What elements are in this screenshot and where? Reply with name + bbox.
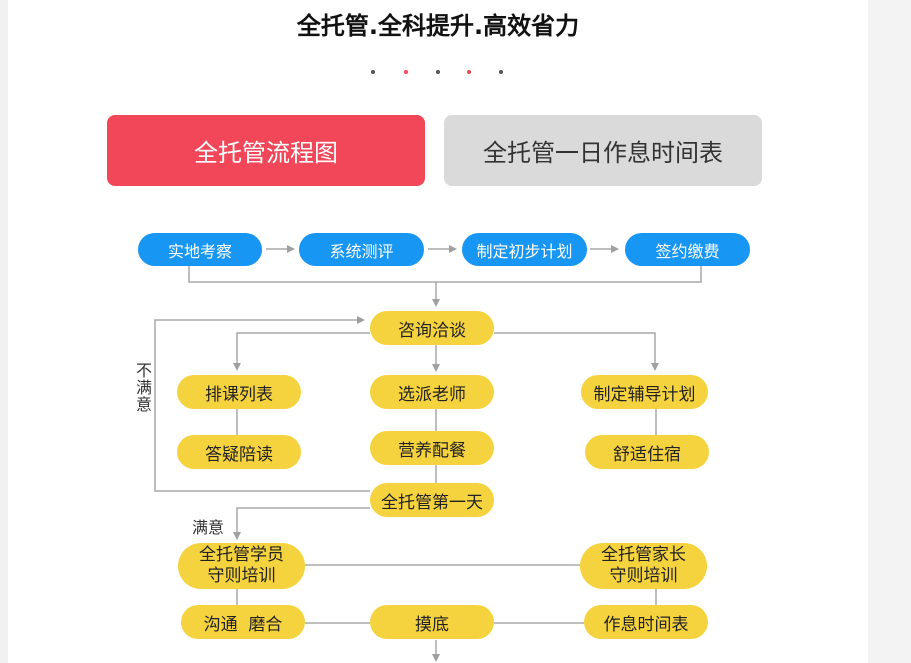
node-tutoring-plan: 制定辅导计划 — [581, 375, 708, 409]
flowchart-connectors — [154, 245, 702, 662]
node-daily-schedule: 作息时间表 — [584, 605, 708, 639]
step-sign-pay: 签约缴费 — [625, 233, 750, 266]
carousel-dot[interactable] — [467, 70, 471, 74]
tab-flowchart[interactable]: 全托管流程图 — [107, 115, 425, 186]
node-communicate: 沟通 磨合 — [181, 605, 305, 639]
label-satisfied: 满意 — [192, 518, 225, 537]
carousel-dot[interactable] — [371, 70, 375, 74]
node-schedule-classes: 排课列表 — [177, 375, 301, 409]
scrollbar-area — [868, 0, 911, 663]
step-initial-plan: 制定初步计划 — [462, 233, 587, 266]
node-tutoring: 答疑陪读 — [177, 435, 301, 469]
node-assess: 摸底 — [370, 605, 494, 639]
carousel-dot[interactable] — [499, 70, 503, 74]
carousel-dot[interactable] — [404, 70, 408, 74]
node-student-rules-training: 全托管学员 守则培训 — [178, 543, 305, 589]
carousel-dot[interactable] — [436, 70, 440, 74]
step-site-visit: 实地考察 — [138, 233, 262, 266]
node-accommodation: 舒适住宿 — [585, 435, 709, 469]
node-consult: 咨询洽谈 — [370, 311, 494, 345]
page-title: 全托管.全科提升.高效省力 — [296, 12, 580, 40]
tab-daily-schedule[interactable]: 全托管一日作息时间表 — [444, 115, 762, 186]
step-system-assessment: 系统测评 — [299, 233, 424, 266]
node-first-day: 全托管第一天 — [370, 483, 494, 517]
node-assign-teacher: 选派老师 — [370, 375, 494, 409]
label-not-satisfied: 不满意 — [135, 361, 152, 414]
node-parent-rules-training: 全托管家长 守则培训 — [580, 543, 707, 589]
page: 全托管.全科提升.高效省力 全托管流程图 全托管一日作息时间表 — [8, 0, 868, 663]
node-nutrition-meals: 营养配餐 — [370, 431, 494, 465]
